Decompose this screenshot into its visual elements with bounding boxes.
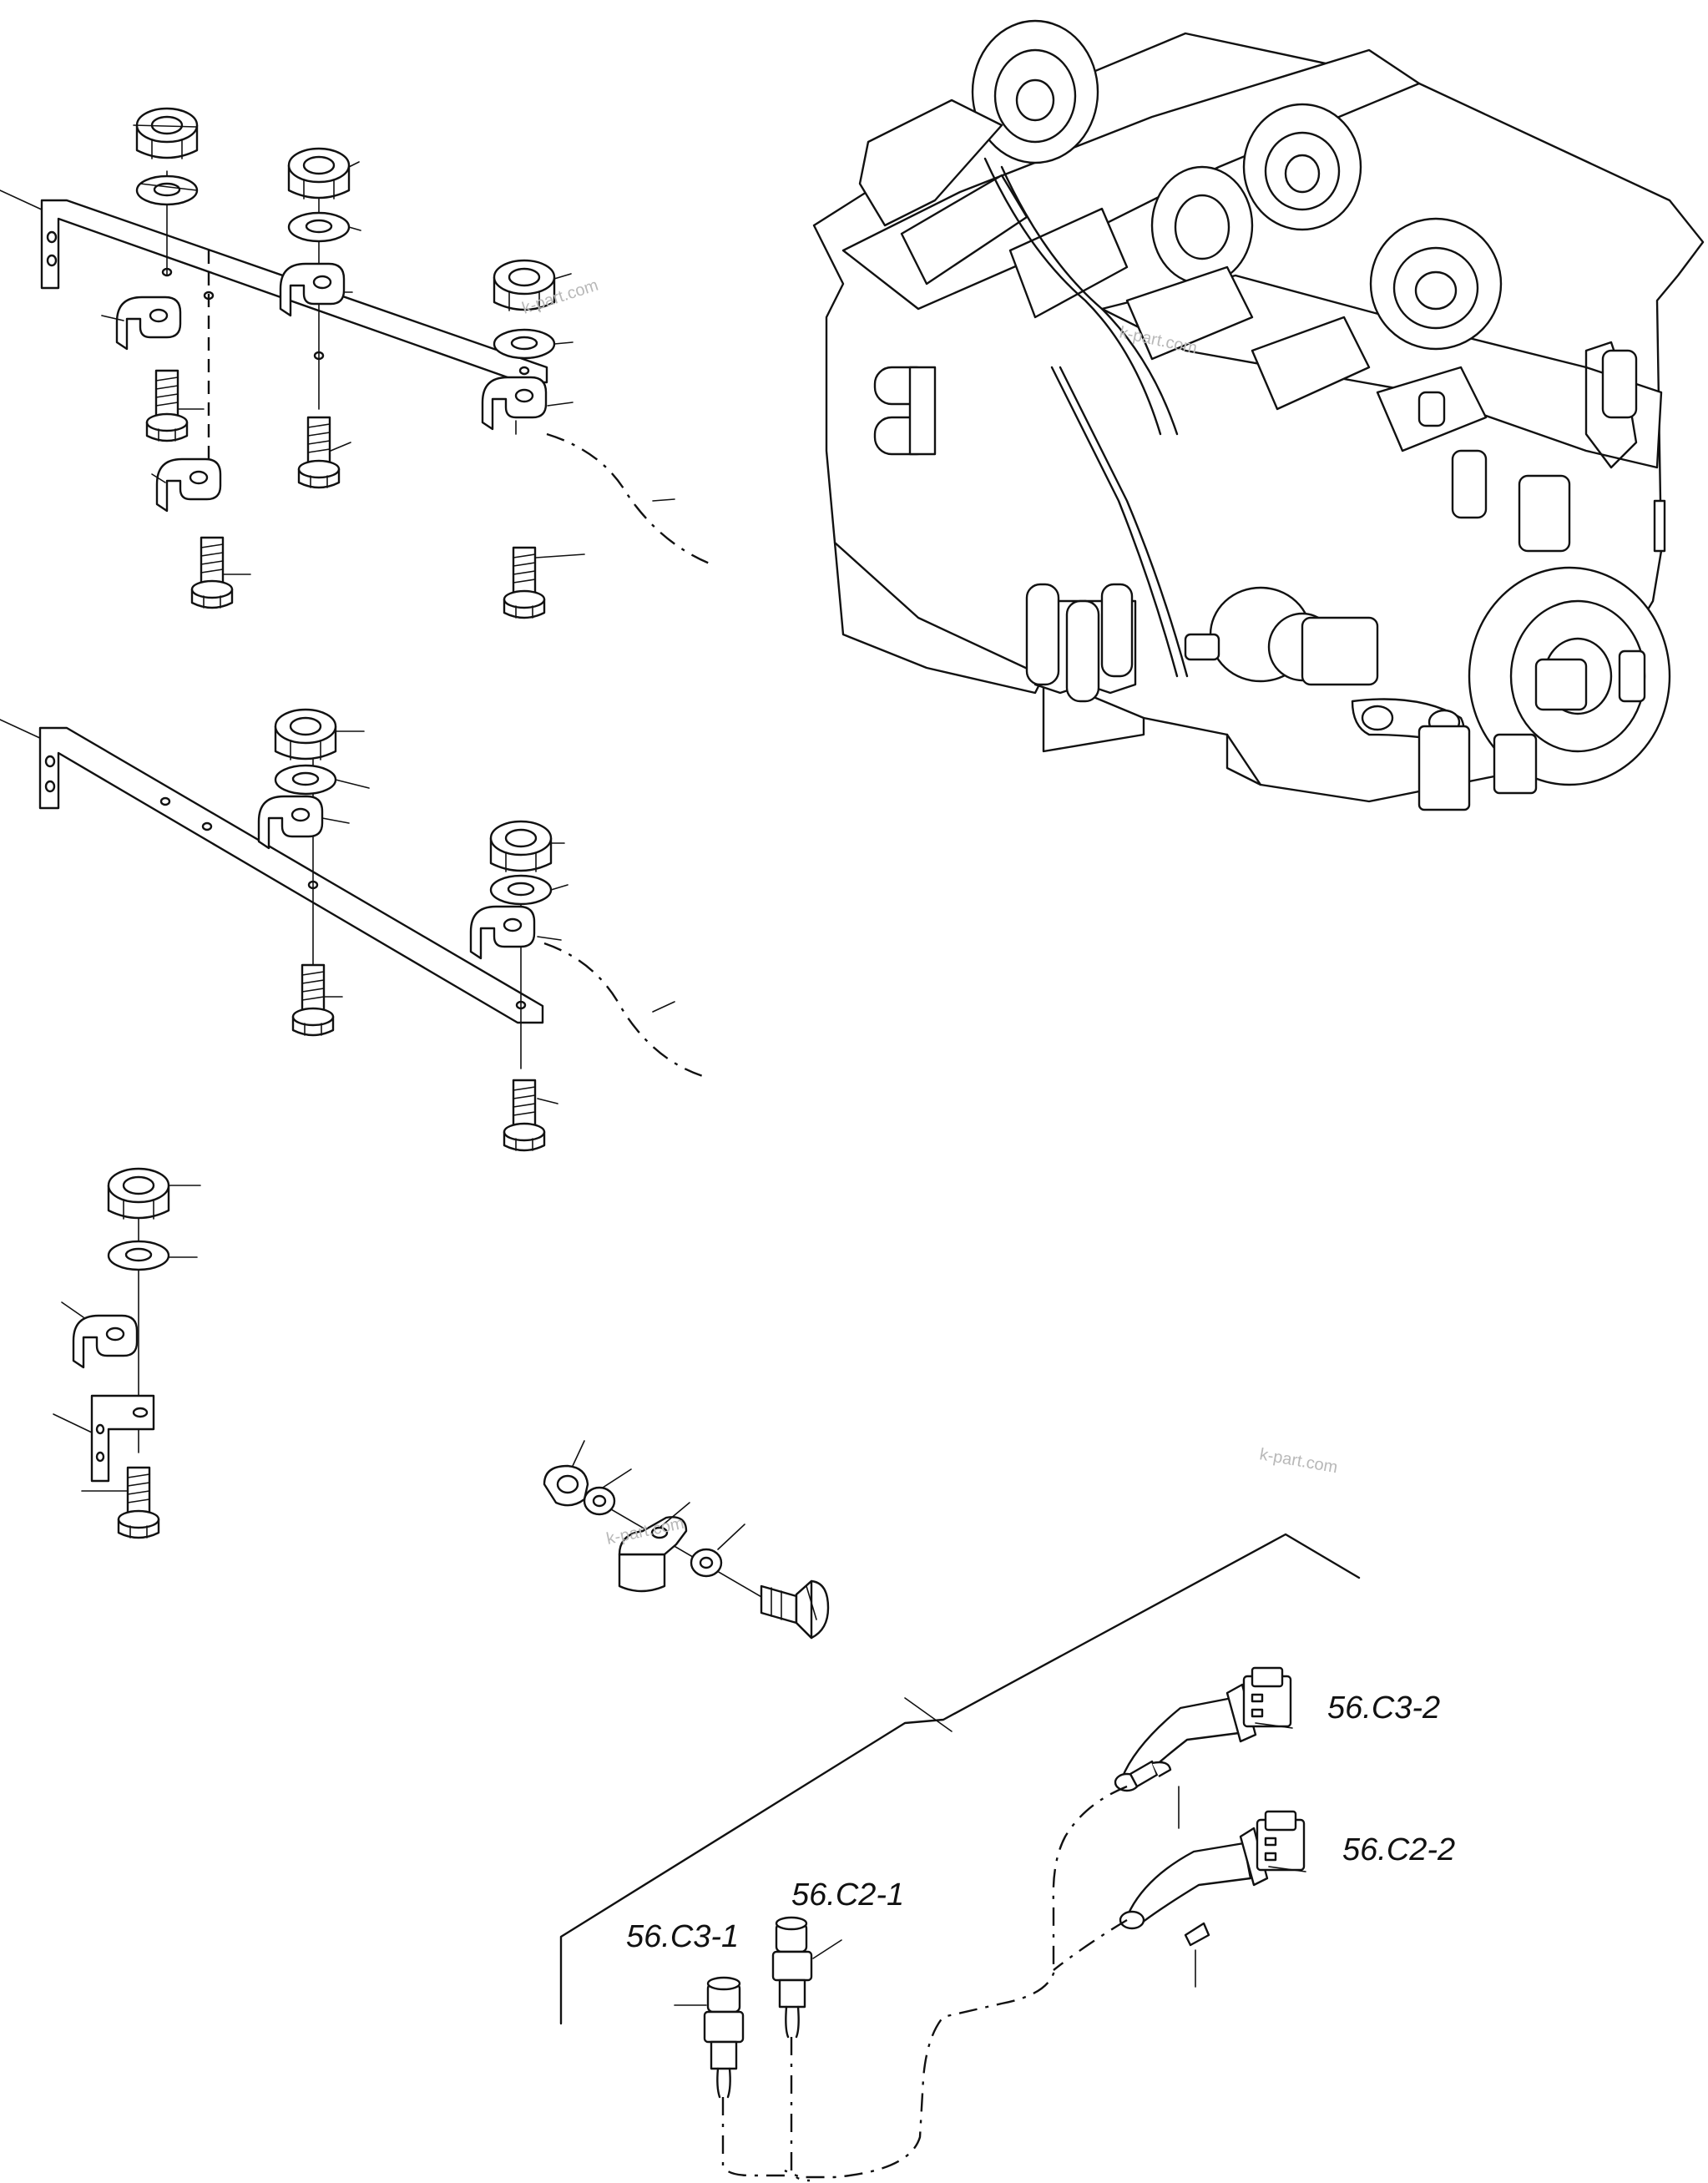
bracket-assembly-2 — [0, 708, 706, 1152]
filter-assembly — [1025, 583, 1134, 703]
flywheel-housing — [1468, 566, 1671, 786]
turbo-right — [1369, 217, 1503, 351]
sensor-c3-1: 56.C3-1 — [626, 1919, 785, 2177]
label-56-c2-1: 56.C2-1 — [791, 1877, 904, 1913]
watermark-right: k-part.com — [1258, 1445, 1339, 1477]
sensor-c2-1: 56.C2-1 — [771, 1877, 904, 2182]
engine-overview: k-part.com — [812, 19, 1705, 811]
label-56-c2-2: 56.C2-2 — [1342, 1832, 1455, 1867]
label-56-c3-2: 56.C3-2 — [1327, 1690, 1440, 1726]
clamp-assembly-3 — [53, 1167, 201, 1539]
bracket-assembly-1 — [0, 107, 710, 619]
connector-c3-2: 56.C3-2 — [1114, 1666, 1440, 1829]
fastener-stack-4 — [543, 1440, 830, 1640]
connector-c2-2: 56.C2-2 — [1119, 1810, 1455, 1988]
turbo-center — [1242, 103, 1362, 231]
turbo-mid — [1150, 165, 1254, 286]
wiring-harness: 56.C3-2 56.C2-2 56.C2-1 — [559, 1533, 1455, 2182]
label-56-c3-1: 56.C3-1 — [626, 1919, 739, 1954]
starter-motor — [1184, 586, 1379, 686]
turbo-left — [971, 19, 1099, 164]
